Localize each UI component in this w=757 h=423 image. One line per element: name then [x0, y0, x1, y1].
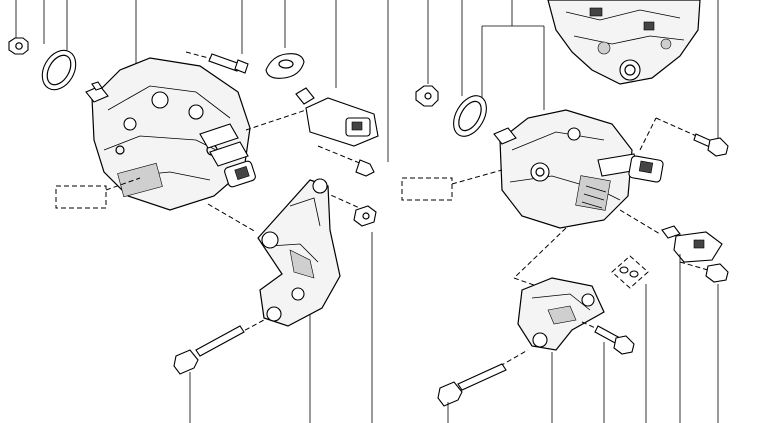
pressure-regulator-left [245, 87, 379, 147]
seal-ring-left [41, 49, 77, 91]
seal-ring-right [453, 95, 487, 137]
bolt-lower-right [679, 261, 729, 283]
engine-block [547, 0, 701, 85]
nut-right [415, 85, 439, 107]
bolt-sensor-left [317, 145, 375, 177]
injection-pump-left [85, 57, 256, 211]
long-bolt-right [437, 349, 529, 407]
reference-box-left [55, 177, 141, 209]
nut-left [8, 37, 29, 55]
bottom-leader-lines-right [447, 254, 719, 423]
washer-kit-right [611, 255, 649, 289]
bolt-upper-right [693, 133, 729, 157]
injection-pump-right [493, 109, 664, 229]
reference-box-right [401, 169, 503, 201]
gasket-left [265, 53, 305, 79]
mounting-bracket-left [207, 178, 365, 327]
pressure-sensor-right [661, 225, 723, 263]
short-bolt-right [581, 321, 635, 355]
bottom-leader-lines-left [189, 232, 373, 423]
mounting-bracket-right [517, 277, 605, 351]
bolt-upper-left [185, 51, 249, 74]
bolt-bracket-left [353, 205, 377, 227]
top-leader-lines-left [15, 0, 389, 162]
long-bolt-left [173, 319, 265, 375]
